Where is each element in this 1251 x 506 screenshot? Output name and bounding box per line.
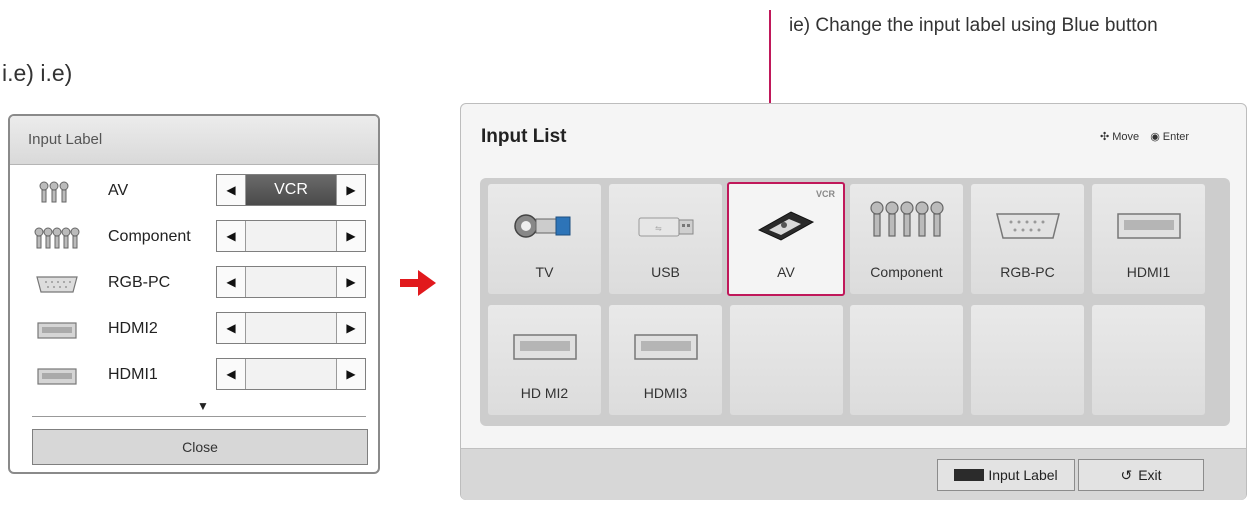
exit-button-label: Exit (1138, 467, 1162, 483)
label-selector-value: VCR (246, 175, 336, 205)
input-row-label: AV (108, 182, 129, 199)
tile-label: USB (651, 264, 680, 280)
input-tile-av[interactable]: VCR AV (727, 182, 845, 296)
label-selector[interactable]: ◀ ▶ (216, 312, 366, 344)
hdmi-port-icon (37, 322, 77, 339)
label-selector-value (246, 267, 336, 297)
empty-tile (730, 305, 843, 415)
input-row-rgb-pc[interactable]: RGB-PC ◀ ▶ (10, 266, 378, 302)
left-arrow-button[interactable]: ◀ (217, 221, 246, 251)
rgb-pc-port-icon (36, 276, 78, 293)
exit-button[interactable]: ↺ Exit (1078, 459, 1204, 491)
label-selector[interactable]: ◀ ▶ (216, 220, 366, 252)
right-arrow-button[interactable]: ▶ (336, 267, 365, 297)
rgb-pc-port-icon (995, 213, 1060, 239)
caption-right: ie) Change the input label using Blue bu… (789, 15, 1158, 36)
component-jacks-icon (34, 227, 80, 249)
vcr-tape-icon (757, 211, 815, 241)
label-selector-value (246, 359, 336, 389)
close-button[interactable]: Close (32, 429, 368, 465)
antenna-cable-icon (513, 214, 570, 238)
tile-label: AV (777, 264, 795, 280)
empty-tile (850, 305, 963, 415)
input-row-label: Component (108, 228, 191, 245)
label-selector[interactable]: ◀ ▶ (216, 266, 366, 298)
hdmi-port-icon (633, 334, 698, 360)
component-jacks-icon (869, 201, 944, 237)
left-arrow-button[interactable]: ◀ (217, 175, 246, 205)
input-tile-hdmi3[interactable]: HDMI3 (609, 305, 722, 415)
input-row-av[interactable]: AV ◀ VCR ▶ (10, 174, 378, 210)
blue-button-icon (954, 469, 985, 481)
tile-label: RGB-PC (1000, 264, 1055, 280)
input-row-label: HDMI2 (108, 320, 158, 337)
input-list-panel: Input List ✣Move ◉Enter TV (460, 103, 1247, 500)
label-selector[interactable]: ◀ ▶ (216, 358, 366, 390)
empty-tile (971, 305, 1084, 415)
input-tile-hdmi2[interactable]: HD MI2 (488, 305, 601, 415)
input-label-button-label: Input Label (988, 467, 1058, 483)
svg-text:⇋: ⇋ (655, 224, 662, 233)
input-tile-component[interactable]: Component (850, 184, 963, 294)
navigation-hint: ✣Move ◉Enter (1097, 130, 1189, 143)
callout-line (769, 10, 771, 185)
input-row-component[interactable]: Component ◀ ▶ (10, 220, 378, 256)
arrow-right-icon (400, 270, 436, 296)
tile-label: Component (870, 264, 943, 280)
input-label-dialog: Input Label AV ◀ VCR ▶ Component ◀ ▶ (8, 114, 380, 474)
label-selector-value (246, 313, 336, 343)
input-grid: TV ⇋ USB VCR AV (480, 178, 1230, 426)
hdmi-port-icon (37, 368, 77, 385)
left-arrow-button[interactable]: ◀ (217, 359, 246, 389)
exit-icon: ↺ (1120, 467, 1133, 483)
label-selector-value (246, 221, 336, 251)
dialog-title: Input Label (28, 131, 103, 148)
move-icon: ✣ (1100, 131, 1110, 143)
empty-tile (1092, 305, 1205, 415)
left-arrow-button[interactable]: ◀ (217, 313, 246, 343)
tile-label: HDMI3 (643, 385, 688, 401)
input-row-hdmi2[interactable]: HDMI2 ◀ ▶ (10, 312, 378, 348)
input-tile-rgb-pc[interactable]: RGB-PC (971, 184, 1084, 294)
hdmi-port-icon (1116, 213, 1181, 239)
input-tile-usb[interactable]: ⇋ USB (609, 184, 722, 294)
caption-left: i.e) i.e) (2, 60, 73, 86)
right-arrow-button[interactable]: ▶ (336, 221, 365, 251)
enter-icon: ◉ (1150, 131, 1160, 143)
label-selector[interactable]: ◀ VCR ▶ (216, 174, 366, 206)
tile-tag: VCR (815, 189, 835, 199)
dialog-header: Input Label (10, 116, 378, 165)
input-tile-tv[interactable]: TV (488, 184, 601, 294)
right-arrow-button[interactable]: ▶ (336, 359, 365, 389)
usb-stick-icon: ⇋ (638, 217, 693, 237)
input-row-label: HDMI1 (108, 366, 158, 383)
input-row-hdmi1[interactable]: HDMI1 ◀ ▶ (10, 358, 378, 394)
scroll-down-icon[interactable]: ▼ (197, 399, 209, 413)
input-row-label: RGB-PC (108, 274, 171, 291)
tile-label: HD MI2 (520, 385, 569, 401)
right-arrow-button[interactable]: ▶ (336, 313, 365, 343)
right-arrow-button[interactable]: ▶ (336, 175, 365, 205)
hint-enter: Enter (1162, 131, 1190, 143)
input-label-button[interactable]: Input Label (937, 459, 1075, 491)
av-jacks-icon (39, 181, 69, 203)
panel-footer: Input Label ↺ Exit (461, 448, 1246, 500)
hint-move: Move (1112, 131, 1140, 143)
panel-title: Input List (481, 126, 567, 147)
divider (32, 416, 366, 417)
input-tile-hdmi1[interactable]: HDMI1 (1092, 184, 1205, 294)
hdmi-port-icon (512, 334, 577, 360)
left-arrow-button[interactable]: ◀ (217, 267, 246, 297)
tile-label: HDMI1 (1126, 264, 1171, 280)
tile-label: TV (535, 264, 554, 280)
